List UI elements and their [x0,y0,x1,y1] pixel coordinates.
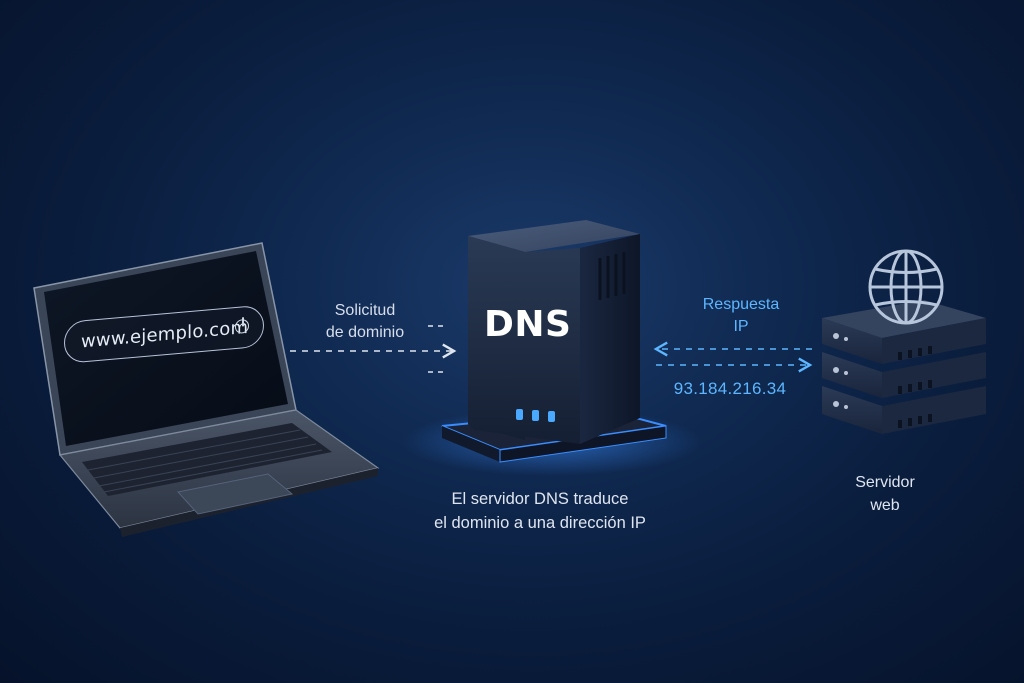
laptop-keyboard [82,423,332,496]
dns-face [468,236,580,444]
dns-vents [598,252,626,300]
url-text: www.ejemplo.com [81,316,249,353]
dns-status-leds [516,409,555,422]
request-label-line1: Solicitud [334,302,396,319]
request-label: Solicitud de dominio [300,300,430,343]
web-server-label-line2: web [870,497,900,515]
server-unit-front-3 [822,386,882,434]
dns-top [468,220,640,252]
response-label-line1: Respuesta [702,296,780,313]
dns-base-left [442,426,500,462]
server-unit-front-2 [822,352,882,398]
request-arrows [290,325,457,373]
keyboard-keys [87,429,323,493]
laptop-touchpad [177,473,294,515]
server-vents [898,346,932,428]
dns-caption: El servidor DNS traduce el dominio a una… [420,488,660,536]
dns-side [580,234,640,444]
response-arrows [653,341,813,373]
laptop [33,242,380,537]
server-lights [833,333,848,409]
dns-caption-line2: el dominio a una dirección IP [434,513,646,532]
response-label-line2: IP [733,317,749,335]
ip-address: 93.184.216.34 [673,379,787,398]
request-label-line2: de dominio [325,323,405,341]
dns-caption-line1: El servidor DNS traduce [451,490,629,508]
web-server-label-line1: Servidor [855,474,915,491]
dns-base-front [499,425,667,463]
web-server-label: Servidor web [835,471,935,517]
server-unit-front-1 [822,318,882,364]
globe-icon [868,249,944,325]
web-server [822,300,986,434]
dns-label: DNS [484,304,572,345]
dns-server [402,220,702,476]
response-label: Respuesta IP [686,294,796,337]
server-unit-top-1 [822,300,986,338]
